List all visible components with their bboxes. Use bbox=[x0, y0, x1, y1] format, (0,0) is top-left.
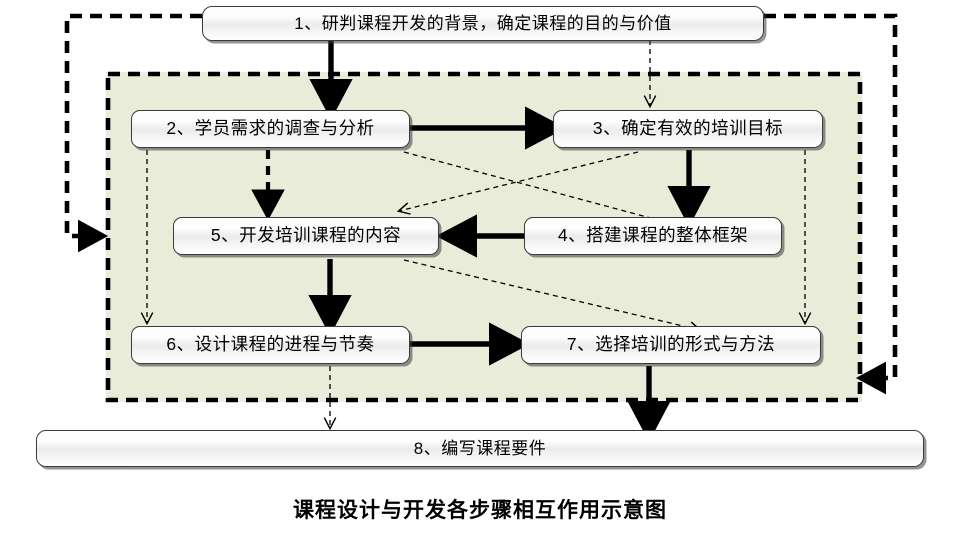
node-step-4-label: 4、搭建课程的整体框架 bbox=[557, 225, 749, 246]
node-step-3-label: 3、确定有效的培训目标 bbox=[592, 118, 784, 139]
node-step-1-label: 1、研判课程开发的背景，确定课程的目的与价值 bbox=[294, 14, 672, 33]
diagram-caption: 课程设计与开发各步骤相互作用示意图 bbox=[293, 499, 667, 522]
node-step-3[interactable]: 3、确定有效的培训目标 bbox=[553, 110, 823, 148]
node-step-6[interactable]: 6、设计课程的进程与节奏 bbox=[131, 326, 410, 364]
node-step-4[interactable]: 4、搭建课程的整体框架 bbox=[524, 217, 782, 255]
node-step-5[interactable]: 5、开发培训课程的内容 bbox=[173, 217, 439, 255]
node-step-8[interactable]: 8、编写课程要件 bbox=[36, 430, 924, 467]
node-step-2-label: 2、学员需求的调查与分析 bbox=[166, 118, 375, 139]
node-step-7[interactable]: 7、选择培训的形式与方法 bbox=[521, 326, 821, 364]
node-step-8-label: 8、编写课程要件 bbox=[413, 439, 547, 458]
node-step-6-label: 6、设计课程的进程与节奏 bbox=[166, 334, 375, 355]
node-step-7-label: 7、选择培训的形式与方法 bbox=[566, 334, 776, 355]
node-step-5-label: 5、开发培训课程的内容 bbox=[210, 225, 402, 246]
node-step-2[interactable]: 2、学员需求的调查与分析 bbox=[131, 110, 410, 148]
node-step-1[interactable]: 1、研判课程开发的背景，确定课程的目的与价值 bbox=[202, 6, 764, 41]
